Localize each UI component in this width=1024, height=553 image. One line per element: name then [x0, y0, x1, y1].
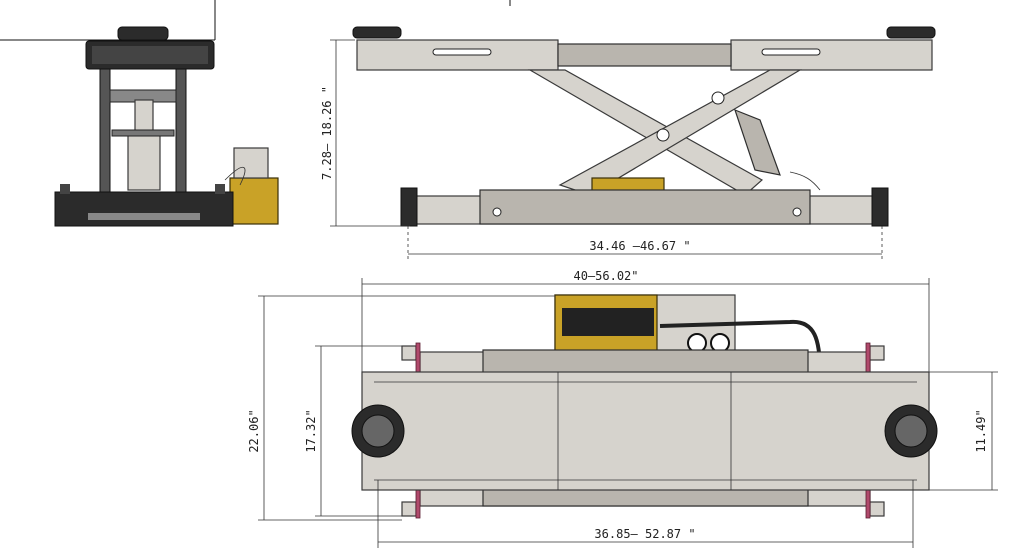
arm-slot	[432, 48, 492, 56]
base-carriage	[479, 189, 811, 225]
bracket	[401, 345, 417, 361]
column-right	[175, 68, 187, 196]
base-slot	[88, 213, 200, 220]
pump-motor	[233, 147, 269, 179]
end-plate-accent	[865, 342, 871, 374]
lift-pad-hub	[894, 414, 928, 448]
top-arm-right	[730, 39, 933, 71]
pump-unit	[229, 177, 279, 225]
pump-motor	[562, 308, 654, 336]
top-view: 40—56.02"	[247, 269, 998, 548]
bottom-carriage	[482, 487, 809, 507]
arm-slot	[761, 48, 821, 56]
scissor-arm-2	[558, 69, 803, 196]
pad-span-label: 11.49"	[974, 409, 988, 452]
end-block-left	[400, 187, 418, 227]
top-beam-face	[92, 46, 208, 64]
bottom-length-label: 36.85— 52.87 "	[594, 527, 695, 541]
hose	[789, 171, 821, 191]
gauge	[710, 333, 730, 353]
hose	[224, 167, 246, 186]
top-arm-center	[557, 43, 732, 67]
base-frame	[54, 191, 234, 227]
column-left	[99, 68, 111, 196]
end-block-right	[871, 187, 889, 227]
base-stopper	[215, 184, 225, 194]
end-plate-accent	[415, 342, 421, 374]
rail-bolt	[792, 207, 802, 217]
hydraulic-cylinder	[734, 108, 781, 176]
lift-pad	[117, 26, 169, 41]
side-height-label: 7.28— 18.26 "	[320, 86, 334, 180]
cylinder	[127, 134, 161, 191]
rail-bolt	[492, 207, 502, 217]
bracket	[401, 501, 417, 517]
main-platform	[361, 371, 930, 491]
scissor-arm-1	[527, 69, 764, 196]
pivot-upper	[711, 91, 725, 105]
bracket	[869, 501, 885, 517]
side-view: 7.28— 18.26 " 34.46 –46.67 "	[320, 0, 936, 262]
end-plate-accent	[415, 489, 421, 519]
overall-width-label: 22.06"	[247, 409, 261, 452]
end-plate-accent	[865, 489, 871, 519]
inner-width-label: 17.32"	[304, 409, 318, 452]
front-view	[0, 0, 279, 227]
top-carriage	[482, 349, 809, 375]
side-length-label: 34.46 –46.67 "	[589, 239, 690, 253]
bracket	[869, 345, 885, 361]
gauge	[687, 333, 707, 353]
lift-pad-left	[352, 26, 402, 39]
lift-pad-right	[886, 26, 936, 39]
cylinder-collar	[111, 129, 175, 137]
lift-pad-hub	[361, 414, 395, 448]
base-stopper	[60, 184, 70, 194]
pivot-center	[656, 128, 670, 142]
top-length-label: 40—56.02"	[573, 269, 638, 283]
